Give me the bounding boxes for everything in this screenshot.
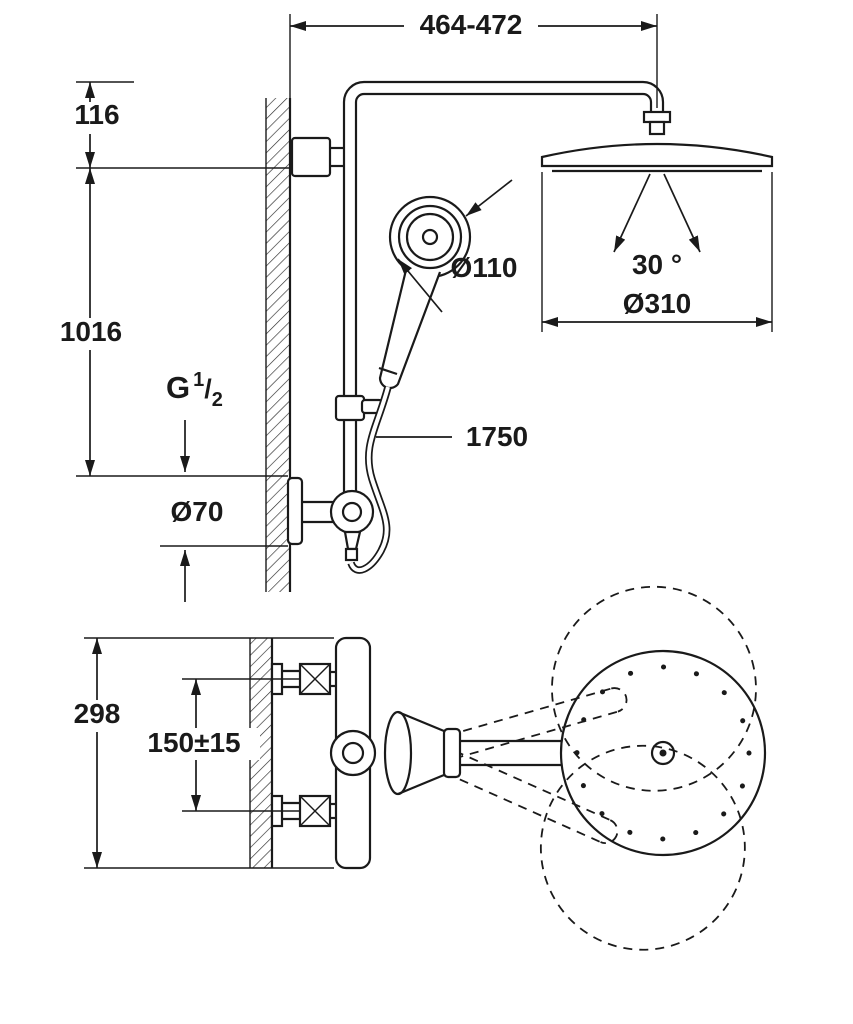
hose-length-label: 1750 [466, 421, 528, 452]
riser-pipe [342, 80, 665, 492]
valve-height-label: 298 [74, 698, 121, 729]
escutcheon-diameter-label: Ø70 [171, 496, 224, 527]
shower-arm-top-view [383, 710, 561, 796]
spray-angle: 30 ° [613, 173, 701, 280]
head-shower-top-view [559, 649, 767, 857]
valve-body-top-view [329, 636, 377, 870]
dim-hand-shower-diameter: Ø110 [397, 179, 518, 313]
wall-section-side [265, 14, 292, 592]
head-shower-connector [642, 110, 672, 136]
dim-valve-height: 298 [64, 637, 334, 869]
riser-height-label: 1016 [60, 316, 122, 347]
hand-shower [378, 195, 472, 390]
wall-bracket [290, 136, 344, 178]
head-shower [540, 142, 774, 173]
swivel-range-down [444, 744, 746, 951]
dim-escutcheon-diameter: Ø70 [160, 420, 288, 602]
shower-hose [347, 386, 392, 574]
wall-offset-label: 116 [74, 99, 119, 130]
dim-riser-height: 1016 [58, 168, 288, 477]
dim-wall-offset: 116 [66, 81, 290, 169]
head-shower-diameter-label: Ø310 [623, 288, 692, 319]
dim-hose-length: 1750 [376, 421, 528, 452]
thermostat-valve [286, 476, 375, 562]
dim-head-shower-diameter: Ø310 [541, 172, 773, 332]
spray-angle-label: 30 ° [632, 249, 682, 280]
hand-shower-diameter-label: Ø110 [451, 252, 518, 283]
dim-inlet-spacing: 150±15 [130, 678, 300, 812]
dim-top-width-label: 464-472 [420, 9, 523, 40]
inlet-spacing-label: 150±15 [147, 727, 240, 758]
dim-top-width: 464-472 [290, 9, 658, 108]
swivel-range-up [447, 585, 757, 792]
